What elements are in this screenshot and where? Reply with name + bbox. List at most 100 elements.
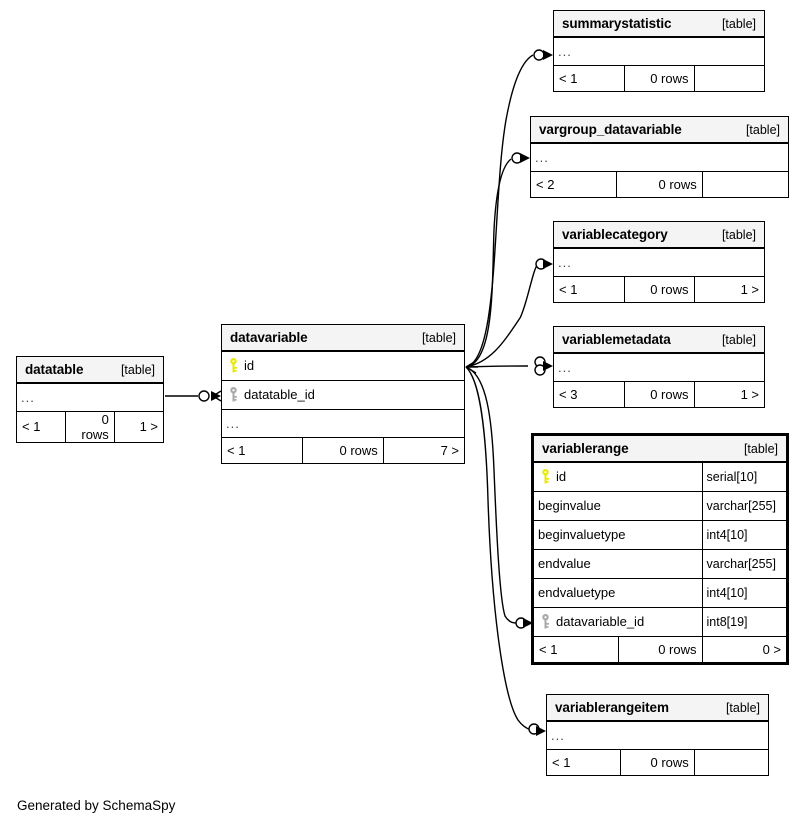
table-title-vargroup_datavariable: vargroup_datavariable — [539, 122, 682, 137]
footer-children-count — [693, 749, 768, 775]
footer-parents-count: < 1 — [222, 437, 304, 463]
column-row-endvaluetype: endvaluetype int4[10] — [534, 578, 786, 608]
column-row-id: id serial[10] — [534, 462, 786, 492]
column-name-datavariable_id: datavariable_id — [556, 614, 645, 629]
table-type-tag: [table] — [721, 227, 756, 242]
table-header-row: variablerangeitem [table] — [547, 695, 768, 722]
footer-parents-count: < 1 — [17, 411, 67, 442]
table-type-tag: [table] — [120, 362, 155, 377]
ellipsis-label: ... — [547, 721, 768, 750]
table-title-variablemetadata: variablemetadata — [562, 332, 671, 347]
footer-children-count: 0 > — [701, 636, 786, 662]
table-type-tag: [table] — [721, 332, 756, 347]
column-name-id: id — [244, 358, 255, 374]
table-header-row: datatable[table] — [17, 357, 163, 384]
footer-parents-count: < 2 — [531, 171, 618, 197]
ellipsis-label: ... — [17, 383, 163, 412]
column-row-datatable_id: datatable_id — [222, 380, 464, 410]
footer-children-count — [693, 65, 764, 91]
footer-row-count: 0 rows — [623, 65, 695, 91]
footer-children-count: 1 > — [113, 411, 163, 442]
table-header-row: variablerange [table] — [534, 436, 786, 463]
table-type-tag: [table] — [721, 16, 756, 31]
table-title-variablerange: variablerange — [542, 441, 629, 456]
yellow-key-icon — [538, 469, 552, 485]
crowsfoot-datavariable — [465, 360, 478, 374]
schemaspy-credit: Generated by SchemaSpy — [17, 798, 176, 813]
table-title-summarystatistic: summarystatistic — [562, 16, 672, 31]
column-row-beginvaluetype: beginvaluetype int4[10] — [534, 520, 786, 550]
ellipsis-label: ... — [531, 143, 788, 172]
footer-row-count: 0 rows — [623, 381, 695, 407]
column-type-endvaluetype: int4[10] — [701, 578, 786, 608]
footer-parents-count: < 3 — [554, 381, 625, 407]
column-type-beginvaluetype: int4[10] — [701, 520, 786, 550]
ellipsis-label: ... — [222, 409, 464, 438]
column-name-datatable_id: datatable_id — [244, 387, 315, 402]
column-type-endvalue: varchar[255] — [701, 549, 786, 579]
edge-datavariable-variablecategory — [465, 263, 539, 368]
edge-datavariable-summarystatistic — [465, 54, 534, 368]
gray-key-icon — [226, 387, 240, 403]
ellipsis-label: ... — [554, 353, 764, 382]
more-columns-row: ... — [17, 383, 163, 412]
table-title-variablecategory: variablecategory — [562, 227, 668, 242]
more-columns-row: ... — [222, 409, 464, 438]
table-title-variablerangeitem: variablerangeitem — [555, 700, 669, 715]
footer-row-count: 0 rows — [65, 411, 115, 442]
column-row-id: id — [222, 351, 464, 381]
ellipsis-label: ... — [554, 37, 764, 66]
table-type-tag: [table] — [743, 441, 778, 456]
footer-parents-count: < 1 — [534, 636, 619, 662]
footer-children-count — [701, 171, 788, 197]
edge-datavariable-vargroup_datavariable — [465, 158, 512, 368]
footer-children-count: 7 > — [382, 437, 464, 463]
footer-row-count: 0 rows — [616, 171, 703, 197]
column-type-id: serial[10] — [701, 462, 786, 492]
table-header-row: datavariable[table] — [222, 325, 464, 352]
column-row-datavariable_id: datavariable_id int8[19] — [534, 607, 786, 637]
edge-datavariable-variablerangeitem — [465, 366, 532, 731]
column-name-endvaluetype: endvaluetype — [538, 585, 616, 600]
footer-parents-count: < 1 — [547, 749, 622, 775]
footer-parents-count: < 1 — [554, 65, 625, 91]
table-header-row: variablecategory [table] — [554, 222, 764, 249]
more-columns-row: ... — [554, 37, 764, 66]
footer-row-count: 0 rows — [623, 276, 695, 302]
more-columns-row: ... — [554, 353, 764, 382]
footer-children-count: 1 > — [693, 381, 764, 407]
edge-datavariable-variablerange — [465, 366, 519, 624]
ellipsis-label: ... — [554, 248, 764, 277]
gray-key-icon — [538, 614, 552, 630]
footer-row-count: 0 rows — [302, 437, 384, 463]
table-type-tag: [table] — [725, 700, 760, 715]
table-type-tag: [table] — [745, 122, 780, 137]
edge-datavariable-variablemetadata — [465, 365, 529, 368]
column-name-beginvaluetype: beginvaluetype — [538, 527, 626, 542]
footer-parents-count: < 1 — [554, 276, 625, 302]
table-header-row: vargroup_datavariable [table] — [531, 117, 788, 144]
table-header-row: summarystatistic [table] — [554, 11, 764, 38]
column-type-datavariable_id: int8[19] — [701, 607, 786, 637]
footer-row-count: 0 rows — [617, 636, 703, 662]
column-name-id: id — [556, 469, 567, 485]
